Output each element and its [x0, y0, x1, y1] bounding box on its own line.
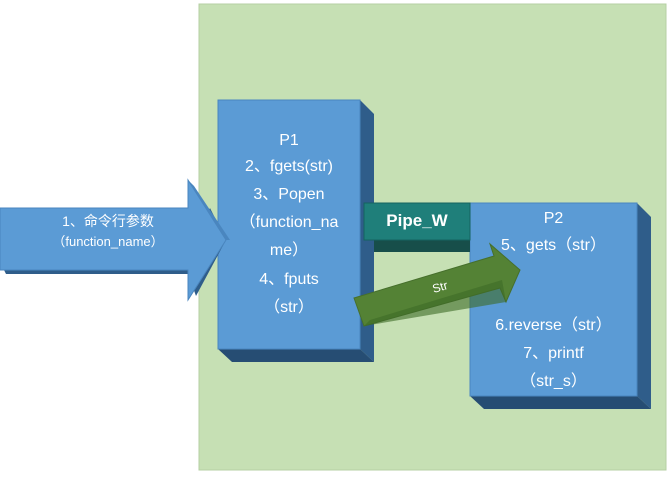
p1-step-popen-arg2: me） [269, 242, 309, 259]
p1-step-popen: 3、Popen [253, 186, 325, 203]
pipe-w-block [363, 202, 471, 252]
p1-step-fputs-arg: （str） [264, 299, 314, 316]
input-arrow-label-line1: 1、命令行参数 [62, 213, 154, 229]
pipe-w-label: Pipe_W [386, 211, 448, 230]
p2-step-gets: 5、gets（str） [501, 237, 606, 254]
input-arrow-label-line2: （function_name） [52, 234, 164, 249]
p2-box [469, 202, 651, 409]
p1-step-popen-arg1: （function_na [239, 214, 339, 231]
p2-step-printf: 7、printf [523, 345, 584, 362]
p1-title: P1 [279, 132, 299, 149]
p2-title: P2 [543, 210, 564, 227]
str-arrow [353, 242, 521, 327]
p1-step-fgets: 2、fgets(str) [244, 158, 334, 175]
p2-step-printf-arg: （str_s） [520, 373, 587, 390]
p1-step-fputs: 4、fputs [259, 271, 319, 288]
p2-step-reverse: 6.reverse（str） [495, 317, 612, 334]
input-arrow [0, 178, 230, 302]
